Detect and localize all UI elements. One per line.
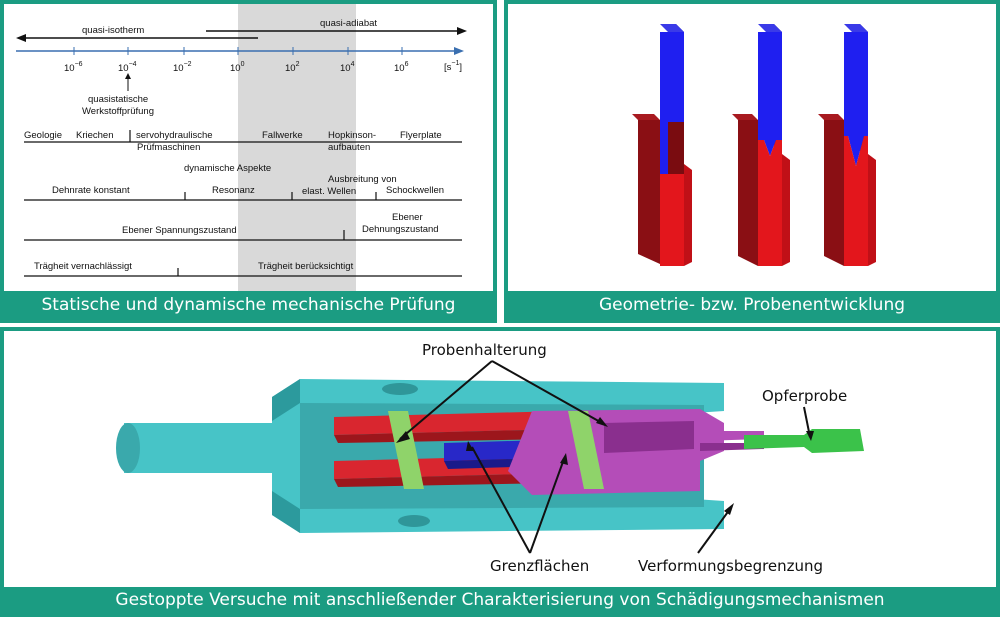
schockwellen-label: Schockwellen <box>386 185 444 196</box>
hopkinson-label-2: aufbauten <box>328 142 370 153</box>
specimen-notched-2 <box>818 24 876 266</box>
tick-label: 102 <box>285 61 300 74</box>
flyerplate-label: Flyerplate <box>400 130 442 141</box>
tick-label: 10−6 <box>64 61 83 74</box>
panel-strain-rate-overview: quasi-isotherm quasi-adiabat 10−6 10−4 1… <box>0 0 497 323</box>
left-arrowhead-icon <box>16 34 26 42</box>
kriechen-label: Kriechen <box>76 130 114 141</box>
fallwerke-label: Fallwerke <box>262 130 303 141</box>
specimen-holder-illustration: Probenhalterung Opferprobe Grenzflächen … <box>116 341 864 575</box>
dehnrate-label: Dehnrate konstant <box>52 185 130 196</box>
sacrificial-specimen <box>744 429 864 453</box>
leader-arrowheads <box>396 417 814 515</box>
specimen-geometry-illustration <box>632 24 876 266</box>
axis-unit-label: [s−1] <box>444 60 462 73</box>
hopkinson-label-1: Hopkinson- <box>328 130 376 141</box>
servo-label-1: servohydraulische <box>136 130 213 141</box>
tick-label: 104 <box>340 61 355 74</box>
panel1-caption: Statische und dynamische mechanische Prü… <box>4 291 493 319</box>
panel-stopped-tests: Probenhalterung Opferprobe Grenzflächen … <box>0 327 1000 617</box>
specimen-notched-1 <box>732 24 790 266</box>
magenta-clamp-block <box>508 409 764 495</box>
ausbreitung-label-1: Ausbreitung von <box>328 174 397 185</box>
probenhalterung-label: Probenhalterung <box>422 341 547 359</box>
right-arrowhead-icon <box>457 27 467 35</box>
axis-tick-marks <box>73 47 403 55</box>
traegheit-vernachlaessigt-label: Trägheit vernachlässigt <box>34 261 132 272</box>
green-band-right <box>568 411 604 489</box>
verformungsbegrenzung-label: Verformungsbegrenzung <box>638 557 823 575</box>
quasi-isotherm-label: quasi-isotherm <box>82 25 144 36</box>
traegheit-beruecksichtigt-label: Trägheit berücksichtigt <box>258 261 354 272</box>
tick-label: 10−4 <box>118 61 137 74</box>
shaded-dynamic-region <box>238 4 356 291</box>
ebener-dehnung-label-2: Dehnungszustand <box>362 224 439 235</box>
panel3-caption: Gestoppte Versuche mit anschließender Ch… <box>4 587 996 613</box>
quasi-adiabat-label: quasi-adiabat <box>320 18 377 29</box>
panel-specimen-geometry: Geometrie- bzw. Probenentwicklung <box>504 0 1000 323</box>
grenzflaechen-label: Grenzflächen <box>490 557 589 575</box>
specimen-straight <box>632 24 692 266</box>
tick-label: 106 <box>394 61 409 74</box>
ausbreitung-label-2: elast. Wellen <box>302 186 356 197</box>
quasistatic-label-1: quasistatische <box>88 94 148 105</box>
geologie-label: Geologie <box>24 130 62 141</box>
resonanz-label: Resonanz <box>212 185 255 196</box>
tick-label: 100 <box>230 61 245 74</box>
servo-label-2: Prüfmaschinen <box>137 142 200 153</box>
loading-rod <box>116 423 304 473</box>
quasistatic-label-2: Werkstoffprüfung <box>82 106 154 117</box>
dynamische-aspekte-label: dynamische Aspekte <box>184 163 271 174</box>
tick-label: 10−2 <box>173 61 192 74</box>
strain-rate-diagram: quasi-isotherm quasi-adiabat 10−6 10−4 1… <box>16 4 467 291</box>
axis-arrowhead-icon <box>454 47 464 55</box>
pointer-arrowhead-icon <box>125 73 131 79</box>
green-band-left <box>388 411 424 489</box>
axis-tick-labels: 10−6 10−4 10−2 100 102 104 106 [s−1] <box>64 60 462 74</box>
panel2-caption: Geometrie- bzw. Probenentwicklung <box>508 291 996 319</box>
opferprobe-label: Opferprobe <box>762 387 847 405</box>
ebener-spannung-label: Ebener Spannungszustand <box>122 225 237 236</box>
ebener-dehnung-label-1: Ebener <box>392 212 423 223</box>
